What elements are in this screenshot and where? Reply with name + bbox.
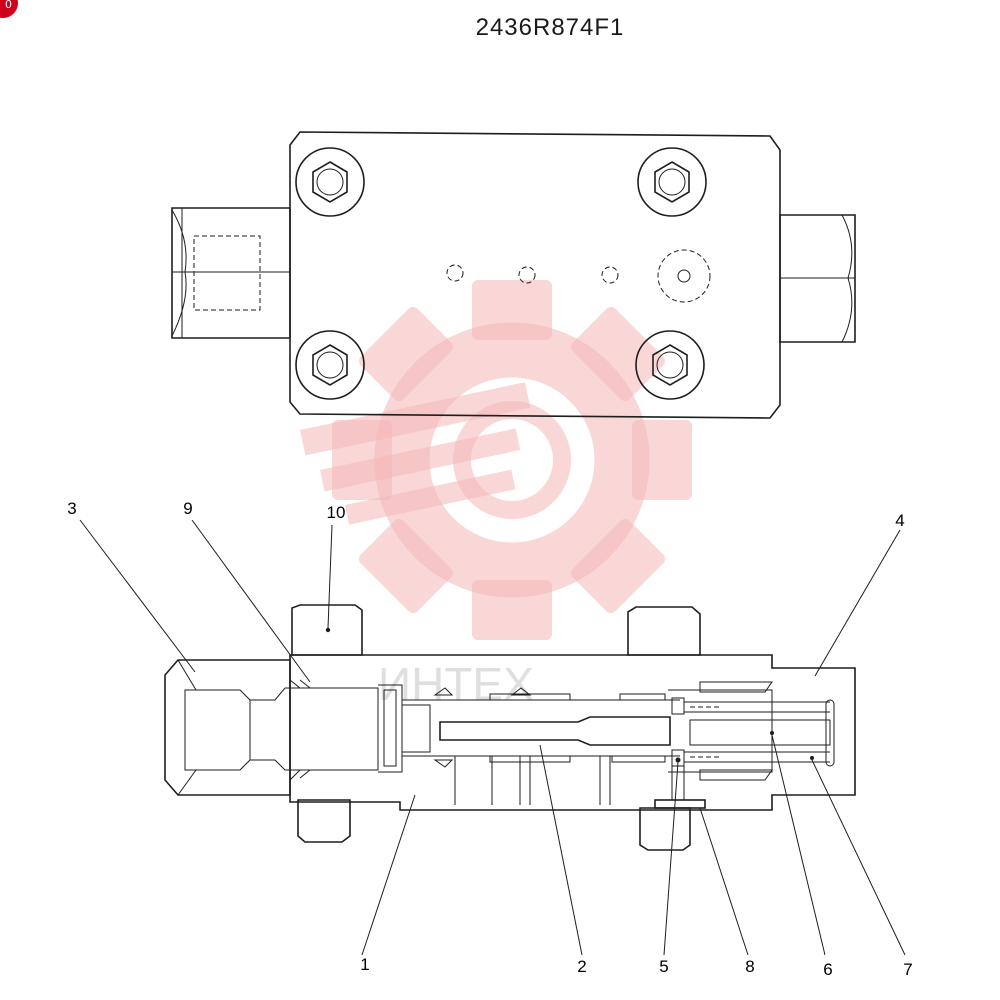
callout-5: 5 — [659, 957, 668, 976]
bolt-end-right — [639, 807, 691, 851]
washer-part-8 — [654, 799, 706, 809]
port-hole — [446, 264, 464, 282]
watermark-text: ИНТЕХ — [378, 658, 534, 710]
plug-upper — [671, 697, 685, 715]
bolt-head-bottom-left — [295, 330, 365, 400]
spring-part-7 — [825, 699, 835, 767]
bolt-head-bottom-right — [635, 330, 705, 400]
callout-6: 6 — [823, 960, 832, 979]
callout-leaders — [79, 519, 906, 956]
spool-part-2 — [439, 716, 671, 746]
bolt-end-left — [297, 799, 351, 843]
callout-10: 10 — [327, 503, 346, 522]
top-view — [171, 131, 856, 419]
watermark-gear-logo — [300, 280, 692, 640]
bolt-head-top-right — [637, 147, 707, 217]
drawing-title: 2436R874F1 — [475, 14, 625, 41]
hidden-bore — [193, 235, 261, 311]
callout-7: 7 — [903, 960, 912, 979]
large-port-hole — [657, 249, 711, 303]
port-hole — [601, 266, 619, 284]
valve-body-top — [289, 131, 781, 419]
bolt-head-top-left — [295, 147, 365, 217]
valve-body-part-1 — [289, 654, 856, 811]
callout-2: 2 — [577, 957, 586, 976]
port-hole — [518, 266, 536, 284]
spring-guide-part-6 — [689, 719, 831, 746]
callout-3: 3 — [67, 499, 76, 518]
left-fitting-part-3 — [164, 659, 291, 796]
bolt-head-right — [627, 606, 701, 656]
left-port-fitting — [171, 207, 291, 339]
callout-labels: 1 2 3 4 5 6 7 8 9 10 — [67, 499, 912, 979]
callout-1: 1 — [360, 955, 369, 974]
callout-4: 4 — [895, 511, 904, 530]
notification-badge[interactable]: 0 — [0, 0, 18, 18]
callout-9: 9 — [183, 499, 192, 518]
right-port-fitting — [779, 214, 856, 343]
callout-8: 8 — [745, 957, 754, 976]
section-view — [164, 604, 856, 851]
